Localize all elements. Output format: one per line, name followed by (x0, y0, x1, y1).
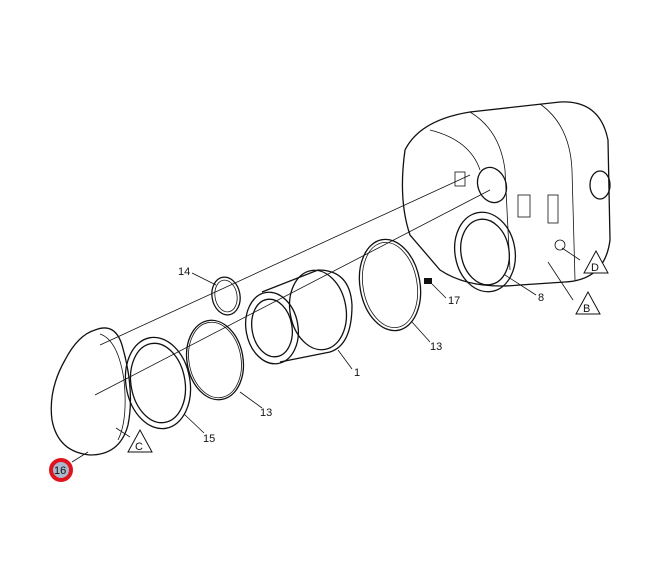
label-1: 1 (354, 367, 360, 379)
filter-cylinder-1[interactable] (240, 266, 353, 368)
reference-marker-d: D (583, 249, 609, 274)
reference-marker-b: B (575, 290, 601, 315)
label-13-rear: 13 (430, 341, 442, 353)
assembly-guide-line (99, 174, 471, 346)
leader-lines (71, 247, 581, 463)
label-17: 17 (448, 295, 460, 307)
reference-marker-c: C (127, 428, 153, 453)
end-cover-16[interactable] (50, 327, 132, 456)
housing-ring-8[interactable] (449, 207, 522, 296)
svg-text:B: B (583, 303, 590, 315)
label-15: 15 (203, 433, 215, 445)
bolt-17[interactable] (424, 278, 432, 284)
label-16: 16 (54, 465, 66, 477)
highlighted-callout-16[interactable]: 16 (49, 458, 73, 482)
gasket-13-front[interactable] (180, 316, 249, 405)
clamp-14[interactable] (209, 275, 243, 317)
front-ring-15[interactable] (118, 332, 197, 434)
svg-text:D: D (591, 262, 599, 274)
label-13-front: 13 (260, 407, 272, 419)
muffler-housing[interactable] (401, 101, 611, 287)
label-14: 14 (178, 266, 190, 278)
label-8: 8 (538, 292, 544, 304)
assembly-axis-line (94, 189, 491, 396)
svg-text:C: C (135, 441, 143, 453)
gasket-13-rear[interactable] (352, 234, 427, 335)
